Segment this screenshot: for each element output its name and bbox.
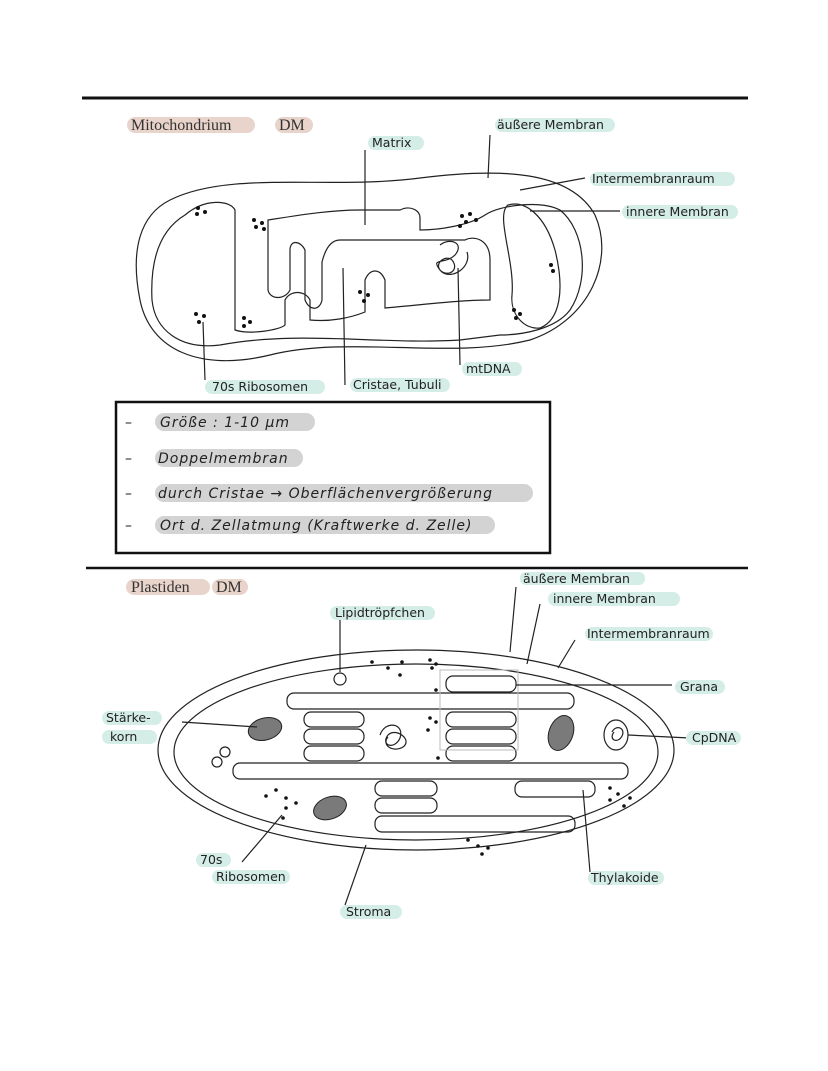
mito-heading: Mitochondrium DM [127, 117, 313, 134]
mito-title: Mitochondrium [131, 117, 232, 134]
bullet: – [125, 486, 133, 502]
label-outer-membrane: äußere Membran [523, 571, 630, 586]
starch-grain [313, 795, 347, 821]
label-ribosomes: 70s Ribosomen [212, 379, 308, 394]
plastid-labels: äußere Membran innere Membran Intermembr… [102, 571, 741, 919]
mito-labels: Matrix äußere Membran Intermembranraum i… [205, 117, 738, 394]
note-cristae: durch Cristae → Oberflächenvergrößerung [158, 486, 493, 502]
plastid-inner-membrane [173, 663, 659, 841]
label-intermembrane: Intermembranraum [587, 626, 710, 641]
bullet: – [125, 415, 133, 431]
label-outer-membrane: äußere Membran [497, 117, 604, 132]
label-lipid: Lipidtröpfchen [335, 605, 425, 620]
label-cristae: Cristae, Tubuli [353, 377, 442, 392]
label-inner-membrane: innere Membran [553, 591, 656, 606]
bullet: – [125, 518, 133, 534]
label-starch-2: korn [110, 729, 137, 744]
label-starch: Stärke- [106, 710, 151, 725]
plastid-outer-membrane [157, 649, 675, 851]
label-intermembrane: Intermembranraum [592, 171, 715, 186]
label-inner-membrane: innere Membran [626, 204, 729, 219]
label-ribosomes-2: Ribosomen [216, 869, 286, 884]
lipid-droplet [333, 672, 347, 686]
label-mtdna: mtDNA [466, 361, 511, 376]
cpdna-coil [379, 724, 407, 750]
label-stroma: Stroma [346, 904, 391, 919]
plastid-title: Plastiden [131, 579, 190, 596]
outer-membrane [135, 172, 603, 362]
plastid-heading: Plastiden DM [126, 579, 248, 596]
starch-grain [247, 716, 283, 742]
mtdna-coil [436, 240, 469, 275]
plastid-tag: DM [216, 579, 242, 596]
mitochondrion-diagram [135, 134, 620, 386]
cpdna-ring [603, 719, 629, 751]
plastid-diagram [157, 586, 691, 906]
bullet: – [125, 451, 133, 467]
mito-tag: DM [279, 117, 305, 134]
thylakoid [286, 692, 575, 710]
ribosome-dots [194, 206, 555, 328]
crista-right [502, 203, 561, 329]
label-thylakoid: Thylakoide [590, 870, 659, 885]
label-matrix: Matrix [372, 135, 411, 150]
label-cpdna: CpDNA [692, 730, 737, 745]
note-size: Größe : 1-10 µm [160, 415, 290, 431]
thylakoid [232, 762, 629, 780]
note-respiration: Ort d. Zellatmung (Kraftwerke d. Zelle) [160, 518, 473, 534]
grana-highlight-box [439, 669, 519, 751]
note-double-membrane: Doppelmembran [158, 451, 289, 467]
starch-grain [547, 715, 575, 751]
label-grana: Grana [680, 679, 718, 694]
facts-box: – – – – Größe : 1-10 µm Doppelmembran du… [114, 400, 552, 555]
ribosome-dots [264, 658, 632, 856]
label-ribosomes: 70s [200, 852, 222, 867]
inner-membrane [151, 201, 583, 347]
